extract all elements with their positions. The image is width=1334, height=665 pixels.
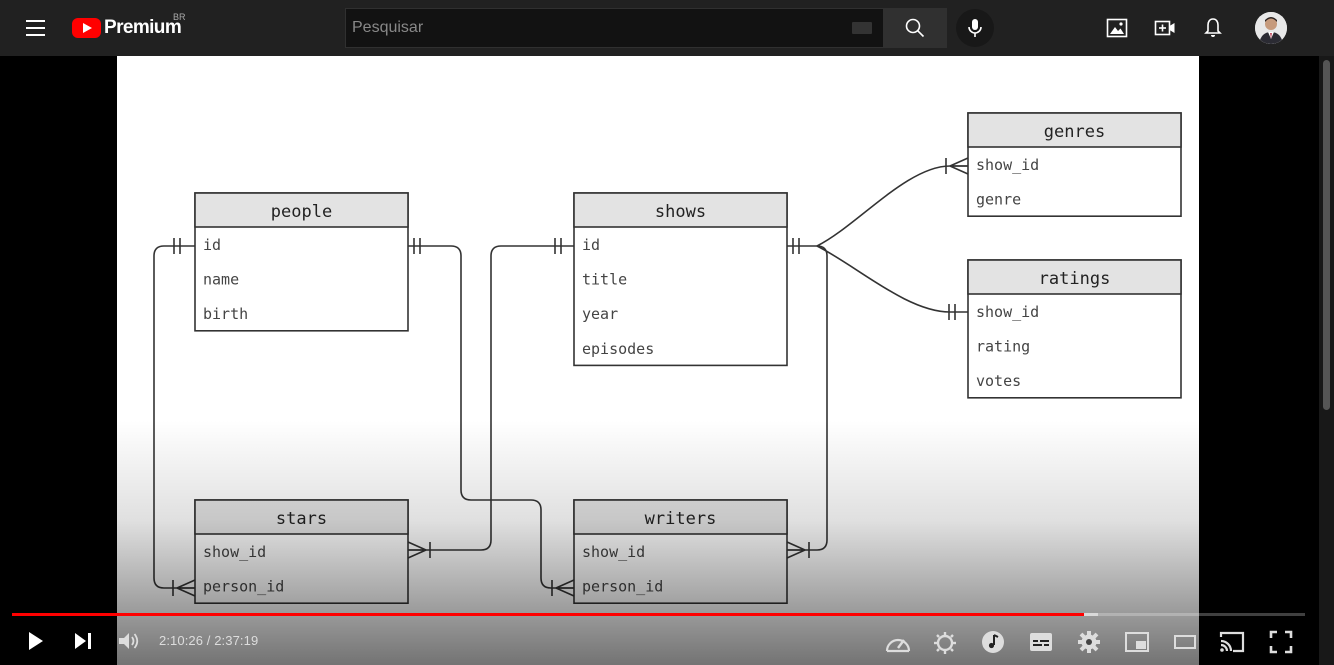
theater-mode-icon[interactable] [1172,630,1198,654]
table-field: show_id [976,156,1039,174]
settings-icon[interactable] [1076,629,1102,655]
er-diagram: people id name birth shows id title year episode… [153,112,1182,604]
video-frame[interactable]: people id name birth shows id title year episode… [117,56,1199,665]
table-field: rating [976,338,1030,356]
time-display: 2:10:26 / 2:37:19 [159,633,259,648]
mic-icon [968,19,982,37]
masthead: Premium BR [0,0,1334,56]
table-field: birth [203,305,248,323]
search-input[interactable] [346,9,846,47]
table-field: id [582,236,600,254]
table-title: shows [655,202,706,222]
next-icon[interactable] [70,628,96,654]
volume-icon[interactable] [116,628,142,654]
search-button[interactable] [883,8,947,48]
table-field: person_id [203,578,284,596]
stable-volume-icon[interactable] [980,629,1006,655]
avatar-image [1255,12,1287,44]
table-title: writers [645,509,717,529]
youtube-premium-logo[interactable]: Premium BR [72,12,186,40]
sleep-timer-icon[interactable] [932,630,958,656]
table-people: people id name birth [194,192,409,332]
playback-speed-icon[interactable] [884,631,912,655]
menu-icon[interactable] [24,16,48,40]
logo-text: Premium [104,17,182,38]
voice-search-button[interactable] [956,9,994,47]
table-title: people [271,202,332,222]
table-stars: stars show_id person_id [194,499,409,604]
play-logo-icon [72,18,101,38]
page-scrollbar[interactable] [1319,56,1334,665]
keyboard-icon[interactable] [852,22,872,34]
create-icon[interactable] [1153,16,1177,40]
relation-shows-writers [787,245,828,551]
table-field: show_id [976,303,1039,321]
scrollbar-thumb[interactable] [1323,60,1330,410]
table-field: genre [976,191,1021,209]
play-icon[interactable] [22,628,48,654]
table-title: ratings [1039,269,1111,289]
relation-shows-genres [816,165,968,247]
table-title: genres [1044,122,1105,142]
avatar[interactable] [1255,12,1287,44]
country-code: BR [173,12,186,22]
search-box [345,8,884,48]
search-icon [905,18,925,38]
notifications-icon[interactable] [1201,16,1225,40]
relation-people-stars [153,245,195,589]
cast-icon[interactable] [1218,629,1246,655]
table-field: votes [976,372,1021,390]
table-field: year [582,305,618,323]
image-icon[interactable] [1105,16,1129,40]
table-field: id [203,236,221,254]
subtitles-icon[interactable] [1028,630,1054,654]
table-field: title [582,271,627,289]
table-field: show_id [582,543,645,561]
progress-bar[interactable] [12,613,1305,616]
fullscreen-icon[interactable] [1268,629,1294,655]
table-field: person_id [582,578,663,596]
played-bar [12,613,1084,616]
miniplayer-icon[interactable] [1124,630,1150,654]
table-shows: shows id title year episodes [573,192,788,367]
table-field: show_id [203,543,266,561]
relation-shows-stars [408,245,574,551]
table-field: episodes [582,340,654,358]
relation-shows-ratings [816,245,968,313]
table-title: stars [276,509,327,529]
table-field: name [203,271,239,289]
